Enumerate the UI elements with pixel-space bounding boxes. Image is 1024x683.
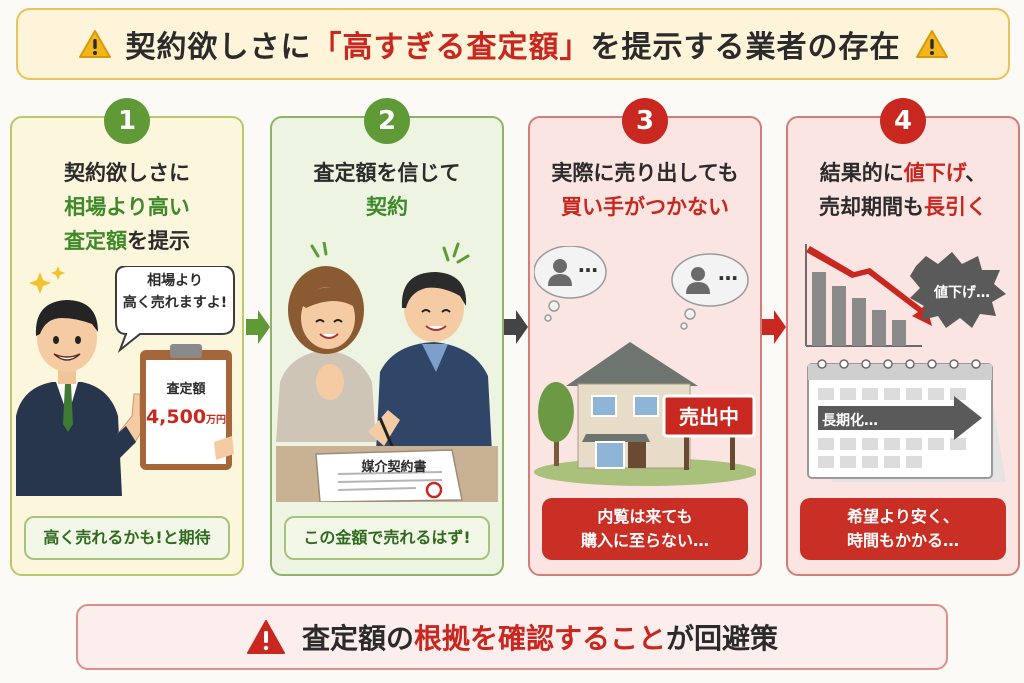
document-title: 媒介契約書 (361, 460, 427, 475)
clipboard-amount-value: 4,500 (145, 406, 207, 428)
long-term-arrow (818, 396, 982, 440)
conclusion-post: が回避策 (666, 622, 779, 655)
step-heading: 契約欲しさに 相場より高い 査定額を提示 (12, 156, 242, 258)
speech-bubble-text: 相場より 高く売れますよ! (116, 270, 234, 314)
step-result-line: 時間もかかる… (846, 531, 959, 550)
buyer-thought-bubble (671, 253, 749, 330)
step-number-2: 2 (364, 98, 410, 144)
speech-bubble-line: 相場より (147, 273, 203, 289)
step-heading-line: 査定額を信じて (313, 161, 461, 185)
step-heading-highlight: 買い手がつかない (561, 195, 729, 219)
conclusion-pre: 査定額の (301, 622, 414, 655)
sparkle-icon (29, 266, 65, 294)
step-result-line: 購入に至らない… (580, 531, 709, 550)
step-heading-highlight: 契約 (366, 195, 408, 219)
man-person (368, 272, 492, 452)
step-heading-line: 相場より高い (64, 195, 190, 219)
title-banner: 契約欲しさに「高すぎる査定額」を提示する業者の存在 (16, 8, 1010, 80)
emphasis-lines (310, 242, 470, 264)
price-cut-bubble (910, 252, 1006, 328)
tree (538, 382, 574, 466)
conclusion-highlight: 根拠を確認すること (413, 622, 666, 655)
step-result-pill: 高く売れるかも!と期待 (24, 516, 230, 560)
warning-icon (246, 620, 285, 654)
house-scene-illustration (534, 246, 756, 486)
arrow-right-icon (246, 310, 270, 344)
title-highlight: 「高すぎる査定額」 (311, 30, 591, 65)
step-card-1: 契約欲しさに 相場より高い 査定額を提示 (10, 116, 244, 576)
step-heading: 結果的に値下げ、 売却期間も長引く (788, 156, 1018, 224)
calendar-icon (807, 359, 1006, 482)
sign-post (730, 428, 735, 470)
decline-chart-illustration (805, 244, 1006, 482)
step-heading-highlight: 査定額 (64, 229, 127, 253)
step-heading-line: 契約欲しさに (64, 161, 190, 185)
for-sale-sign-text: 売出中 (679, 405, 739, 429)
speech-bubble (115, 266, 235, 354)
thought-dots: … (718, 261, 738, 285)
step-number-1: 1 (104, 98, 150, 144)
step-heading-highlight: 値下げ (903, 161, 966, 185)
clipboard (140, 344, 234, 470)
couple-illustration (276, 242, 498, 502)
step-heading-line: 売却期間も (819, 195, 924, 219)
decline-arrow (806, 246, 932, 326)
step-result-line: 内覧は来ても (597, 507, 693, 526)
step-heading: 実際に売り出しても 買い手がつかない (530, 156, 760, 224)
step-heading: 査定額を信じて 契約 (272, 156, 502, 224)
step-heading-line: を提示 (127, 229, 190, 253)
title-post: を提示する業者の存在 (590, 30, 901, 65)
calendar-label: 長期化… (822, 413, 878, 429)
step-heading-line: 実際に売り出しても (551, 161, 739, 185)
chart-icon (805, 244, 922, 347)
step-result-line: 希望より安く、 (847, 507, 959, 526)
for-sale-sign (662, 394, 756, 438)
price-cut-text: 値下げ… (934, 285, 990, 301)
person-icon (686, 267, 710, 294)
warning-icon (915, 30, 948, 58)
step-heading-highlight: 長引く (924, 195, 987, 219)
warning-icon (78, 30, 111, 58)
step-card-3: 実際に売り出しても 買い手がつかない (528, 116, 762, 576)
contract-document (315, 449, 463, 502)
step-result-pill: 内覧は来ても 購入に至らない… (542, 498, 748, 560)
step-result-pill: 希望より安く、 時間もかかる… (800, 498, 1006, 560)
clipboard-label: 査定額 (166, 382, 206, 397)
sign-post (684, 428, 689, 470)
clipboard-amount-unit: 万円 (206, 415, 227, 426)
arrow-right-icon (762, 310, 786, 344)
step-card-2: 査定額を信じて 契約 (270, 116, 504, 576)
person-icon (548, 259, 572, 286)
buyer-thought-bubble (534, 246, 607, 322)
conclusion-text: 査定額の根拠を確認することが回避策 (302, 617, 778, 657)
thought-dots: … (578, 253, 598, 277)
step-heading-line: 結果的に (819, 161, 904, 185)
step-heading-line: 、 (965, 161, 987, 185)
conclusion-banner: 査定額の根拠を確認することが回避策 (76, 604, 948, 670)
step-number-3: 3 (622, 98, 668, 144)
arrow-right-icon (504, 310, 528, 344)
step-card-4: 結果的に値下げ、 売却期間も長引く (786, 116, 1020, 576)
page-title: 契約欲しさに「高すぎる査定額」を提示する業者の存在 (126, 22, 901, 66)
clipboard-amount: 4,500万円 (142, 406, 230, 428)
speech-bubble-line: 高く売れますよ! (122, 295, 228, 311)
woman-person (276, 266, 376, 442)
step-result-pill: この金額で売れるはず! (284, 516, 490, 560)
step-number-4: 4 (880, 98, 926, 144)
title-pre: 契約欲しさに (125, 30, 312, 65)
agent-person (16, 300, 147, 496)
agent-illustration (16, 266, 235, 496)
